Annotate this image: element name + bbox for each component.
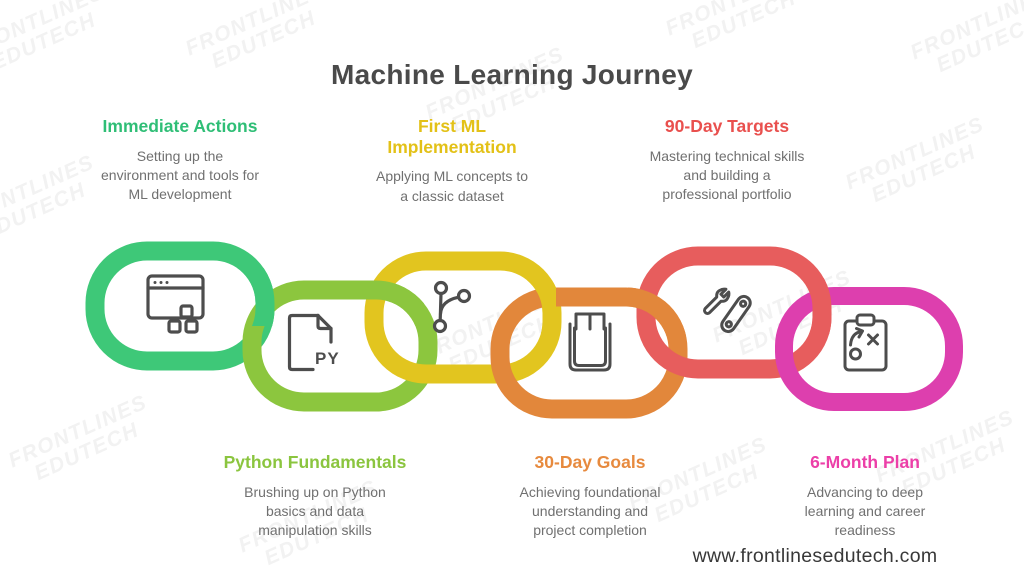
- chain-link-4: [490, 287, 688, 419]
- page-title: Machine Learning Journey: [331, 58, 693, 90]
- step-name: 90-Day Targets: [664, 116, 790, 136]
- chain-weave-5-6: [800, 278, 832, 334]
- chain-weave-3-4: [526, 280, 556, 334]
- browser-window-icon: [146, 274, 205, 334]
- python-file-icon: PY: [287, 313, 340, 372]
- step-description: Brushing up on Python basics and data ma…: [244, 483, 386, 539]
- tools-icon: [703, 287, 752, 334]
- step-label-immediate-actions: Immediate Actions Setting up the environ…: [60, 116, 300, 205]
- chain-link-3: [364, 251, 562, 384]
- step-description: Mastering technical skills and building …: [649, 147, 805, 203]
- svg-text:PY: PY: [315, 349, 340, 368]
- chain-link-6: [775, 287, 963, 411]
- calendar-icon: [568, 312, 612, 372]
- chain-weave-1-2: [237, 268, 275, 326]
- step-label-90-day-targets: 90-Day Targets Mastering technical skill…: [607, 116, 847, 205]
- strategy-clipboard-icon: [843, 313, 888, 372]
- step-name: 30-Day Goals: [534, 452, 646, 472]
- step-description: Achieving foundational understanding and…: [519, 483, 661, 539]
- step-label-first-ml-implementation: First ML Implementation Applying ML conc…: [332, 116, 572, 206]
- chain-link-2: [242, 280, 438, 412]
- step-description: Setting up the environment and tools for…: [101, 147, 259, 203]
- git-branch-icon: [432, 280, 472, 334]
- step-label-30-day-goals: 30-Day Goals Achieving foundational unde…: [470, 452, 710, 541]
- step-name: Immediate Actions: [102, 116, 258, 136]
- step-name: First ML Implementation: [387, 116, 517, 157]
- step-description: Advancing to deep learning and career re…: [804, 483, 926, 539]
- step-name: 6-Month Plan: [810, 452, 920, 472]
- step-name: Python Fundamentals: [223, 452, 407, 472]
- website-url: www.frontlinesedutech.com: [692, 545, 938, 567]
- step-label-python-fundamentals: Python Fundamentals Brushing up on Pytho…: [195, 452, 435, 541]
- step-description: Applying ML concepts to a classic datase…: [375, 168, 528, 204]
- step-label-6-month-plan: 6-Month Plan Advancing to deep learning …: [745, 452, 985, 541]
